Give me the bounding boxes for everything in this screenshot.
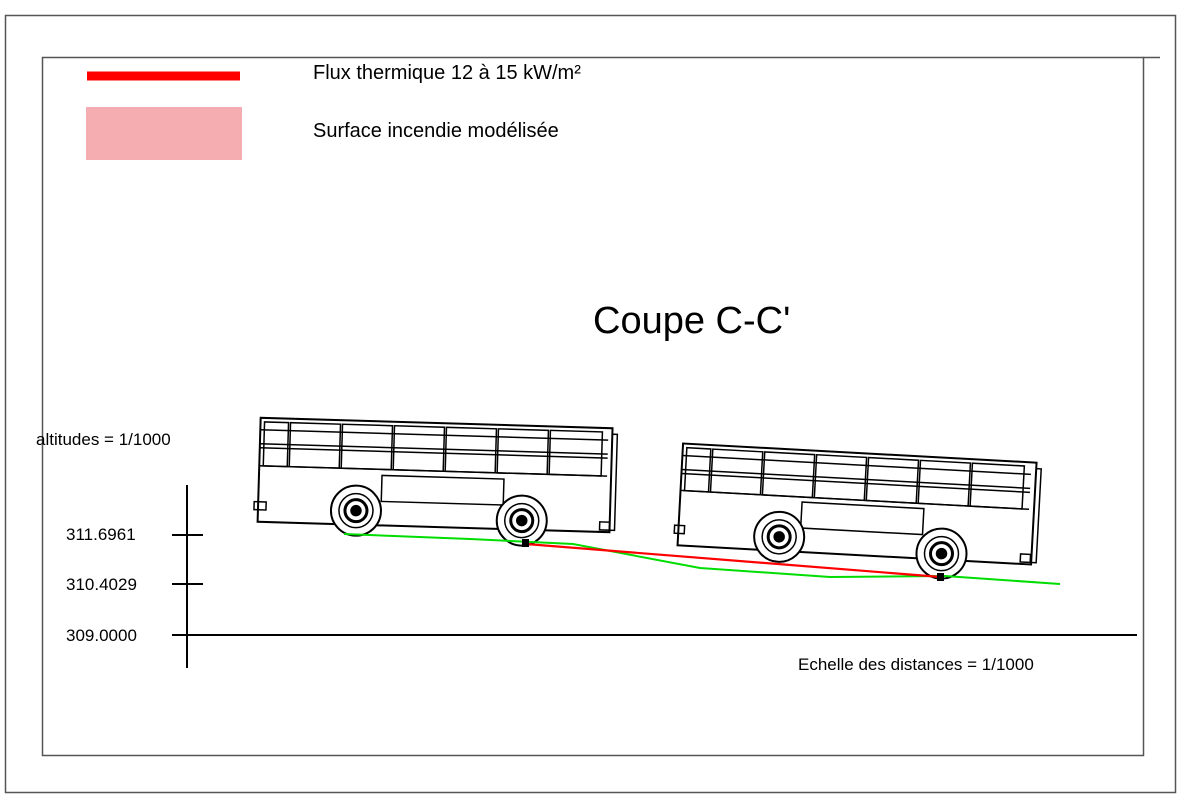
bus-wheel	[753, 510, 806, 563]
altitude-tick-label: 310.4029	[66, 575, 137, 594]
altitude-scale-label: altitudes = 1/1000	[36, 430, 171, 449]
inner-frame	[41, 56, 1145, 757]
legend-flux-label: Flux thermique 12 à 15 kW/m²	[313, 62, 581, 84]
legend-surface-swatch	[86, 107, 242, 160]
terrain-profile-line	[343, 533, 1061, 585]
altitude-tick-label: 309.0000	[66, 626, 137, 645]
contact-marker	[522, 539, 529, 547]
bus-windows	[262, 421, 604, 477]
bus-1	[253, 416, 619, 547]
distance-scale-label: Echelle des distances = 1/1000	[798, 655, 1034, 674]
section-title: Coupe C-C'	[593, 300, 791, 342]
bus-wheel	[329, 484, 382, 537]
contact-marker	[937, 573, 944, 581]
thermal-flux-line	[525, 542, 942, 579]
bus-side-panel	[799, 501, 925, 536]
legend-surface-label: Surface incendie modélisée	[313, 120, 559, 142]
altitude-tick-label: 311.6961	[66, 525, 136, 544]
bus-wheel	[495, 494, 548, 547]
outer-frame	[4, 14, 1177, 794]
bus-wheel	[915, 527, 968, 580]
bus-2	[673, 442, 1043, 580]
bus-side-panel	[380, 474, 505, 506]
bus-windows	[683, 446, 1026, 510]
